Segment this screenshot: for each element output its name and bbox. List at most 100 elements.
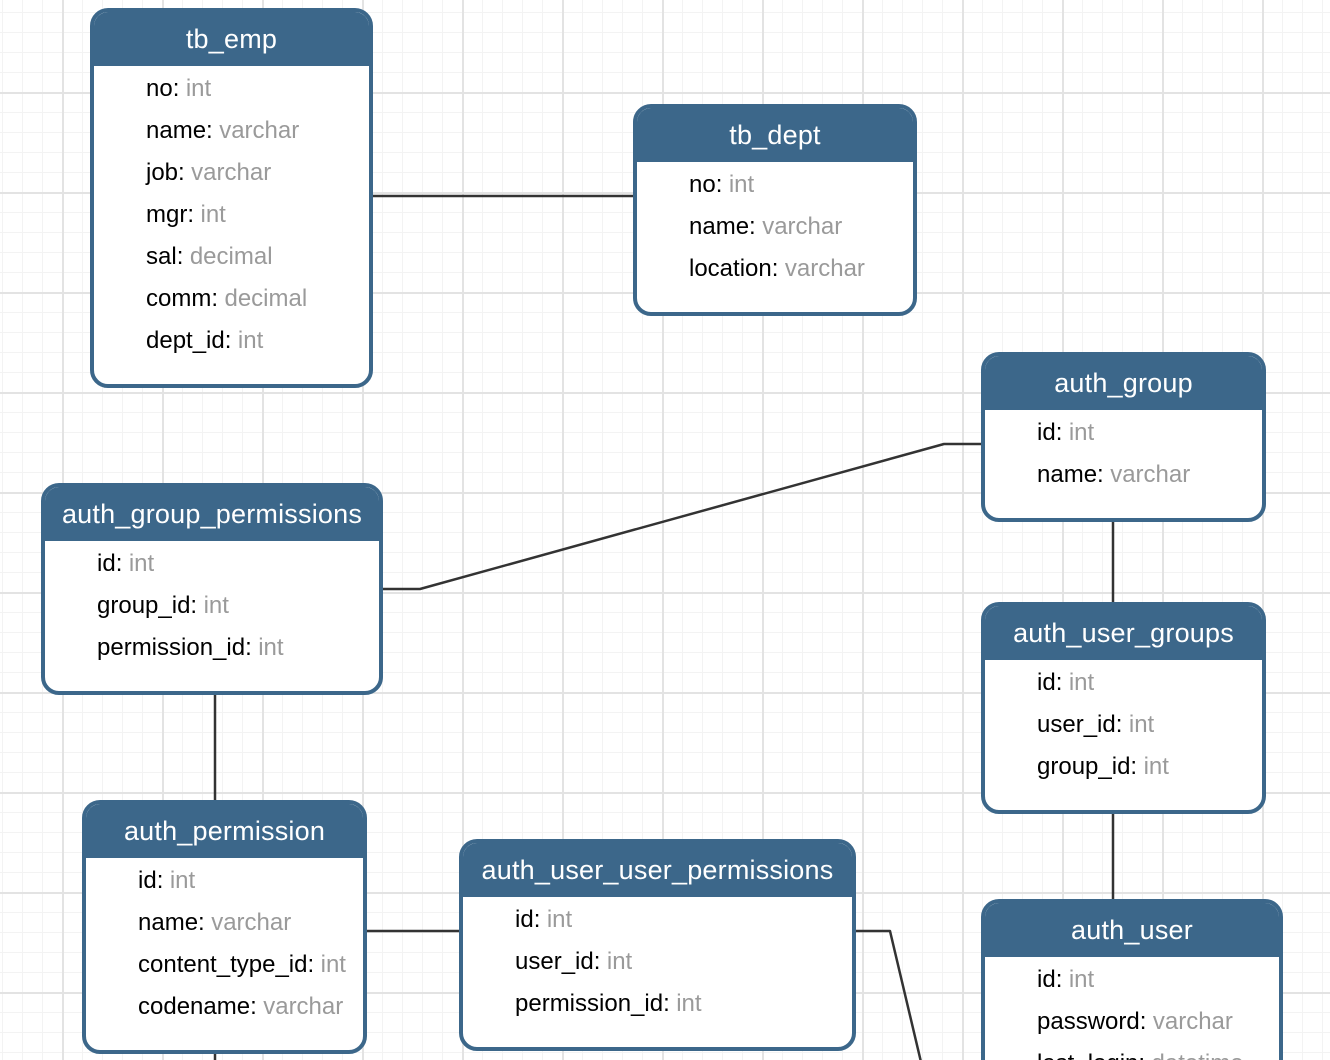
column-type: int bbox=[169, 867, 196, 894]
column-name: dept_id bbox=[146, 327, 225, 354]
column-row[interactable]: id:int bbox=[86, 860, 363, 902]
column-row[interactable]: permission_id:int bbox=[463, 983, 852, 1025]
column-row[interactable]: group_id:int bbox=[985, 746, 1262, 788]
column-name: permission_id bbox=[97, 634, 246, 661]
column-separator: : bbox=[1130, 753, 1138, 780]
column-separator: : bbox=[533, 906, 541, 933]
column-separator: : bbox=[250, 993, 257, 1020]
table-title[interactable]: tb_dept bbox=[637, 108, 913, 162]
column-type: varchar bbox=[762, 213, 843, 240]
column-type: varchar bbox=[784, 255, 865, 282]
column-name: codename bbox=[138, 993, 251, 1020]
column-type: varchar bbox=[191, 159, 272, 186]
column-type: int bbox=[203, 592, 229, 619]
column-row[interactable]: mgr:int bbox=[94, 194, 369, 236]
table-title[interactable]: auth_user_groups bbox=[985, 606, 1262, 660]
column-separator: : bbox=[1138, 1050, 1145, 1060]
table-card-auth_user[interactable]: auth_userid:intpassword:varcharlast_logi… bbox=[981, 899, 1283, 1060]
column-name: id bbox=[97, 550, 116, 577]
column-row[interactable]: name:varchar bbox=[637, 206, 913, 248]
column-row[interactable]: location:varchar bbox=[637, 248, 913, 290]
column-row[interactable]: no:int bbox=[637, 164, 913, 206]
table-title[interactable]: auth_permission bbox=[86, 804, 363, 858]
column-type: int bbox=[1128, 711, 1155, 738]
column-type: int bbox=[258, 634, 284, 661]
column-row[interactable]: id:int bbox=[985, 959, 1279, 1001]
table-title[interactable]: tb_emp bbox=[94, 12, 369, 66]
column-separator: : bbox=[176, 243, 184, 270]
column-separator: : bbox=[307, 951, 315, 978]
relationship-line-auth_group_permissions--auth_group[interactable] bbox=[383, 442, 981, 591]
table-title[interactable]: auth_group_permissions bbox=[45, 487, 379, 541]
column-type: int bbox=[1068, 419, 1095, 446]
column-name: id bbox=[138, 867, 157, 894]
column-row[interactable]: job:varchar bbox=[94, 152, 369, 194]
column-separator: : bbox=[593, 948, 601, 975]
column-name: name bbox=[1037, 461, 1098, 488]
column-type: varchar bbox=[1110, 461, 1191, 488]
column-row[interactable]: codename:varchar bbox=[86, 986, 363, 1028]
column-separator: : bbox=[224, 327, 232, 354]
column-separator: : bbox=[156, 867, 164, 894]
column-separator: : bbox=[172, 75, 180, 102]
column-row[interactable]: group_id:int bbox=[45, 585, 379, 627]
column-row[interactable]: name:varchar bbox=[94, 110, 369, 152]
column-name: user_id bbox=[1037, 711, 1116, 738]
relationship-line-auth_user_user_permissions--offscreen-bottom[interactable] bbox=[856, 929, 922, 1060]
table-column-list: id:intpassword:varcharlast_login:datetim… bbox=[985, 957, 1279, 1060]
column-row[interactable]: dept_id:int bbox=[94, 320, 369, 362]
column-name: id bbox=[1037, 419, 1056, 446]
column-type: varchar bbox=[219, 117, 300, 144]
table-title[interactable]: auth_group bbox=[985, 356, 1262, 410]
column-row[interactable]: user_id:int bbox=[463, 941, 852, 983]
column-separator: : bbox=[198, 909, 205, 936]
column-row[interactable]: no:int bbox=[94, 68, 369, 110]
column-name: location bbox=[689, 255, 772, 282]
column-row[interactable]: permission_id:int bbox=[45, 627, 379, 669]
column-type: decimal bbox=[224, 285, 308, 312]
column-separator: : bbox=[715, 171, 723, 198]
column-separator: : bbox=[1055, 419, 1063, 446]
column-separator: : bbox=[190, 592, 198, 619]
column-separator: : bbox=[663, 990, 670, 1017]
column-name: sal bbox=[146, 243, 177, 270]
column-row[interactable]: name:varchar bbox=[985, 454, 1262, 496]
column-row[interactable]: password:varchar bbox=[985, 1001, 1279, 1043]
column-separator: : bbox=[1139, 1008, 1147, 1035]
column-name: permission_id bbox=[515, 990, 664, 1017]
column-row[interactable]: content_type_id:int bbox=[86, 944, 363, 986]
column-row[interactable]: name:varchar bbox=[86, 902, 363, 944]
column-name: password bbox=[1037, 1008, 1140, 1035]
column-name: name bbox=[138, 909, 199, 936]
column-type: int bbox=[1068, 966, 1095, 993]
column-row[interactable]: last_login:datetime bbox=[985, 1043, 1279, 1060]
column-row[interactable]: id:int bbox=[45, 543, 379, 585]
column-separator: : bbox=[771, 255, 779, 282]
column-row[interactable]: sal:decimal bbox=[94, 236, 369, 278]
column-type: int bbox=[237, 327, 264, 354]
column-name: id bbox=[1037, 669, 1056, 696]
column-name: id bbox=[1037, 966, 1056, 993]
column-row[interactable]: id:int bbox=[985, 662, 1262, 704]
column-name: group_id bbox=[1037, 753, 1131, 780]
column-row[interactable]: id:int bbox=[463, 899, 852, 941]
column-row[interactable]: user_id:int bbox=[985, 704, 1262, 746]
table-title[interactable]: auth_user bbox=[985, 903, 1279, 957]
column-type: varchar bbox=[263, 993, 344, 1020]
column-row[interactable]: id:int bbox=[985, 412, 1262, 454]
column-separator: : bbox=[1055, 966, 1063, 993]
column-type: int bbox=[676, 990, 702, 1017]
table-title[interactable]: auth_user_user_permissions bbox=[463, 843, 852, 897]
column-name: mgr bbox=[146, 201, 188, 228]
column-name: comm bbox=[146, 285, 212, 312]
column-row[interactable]: comm:decimal bbox=[94, 278, 369, 320]
